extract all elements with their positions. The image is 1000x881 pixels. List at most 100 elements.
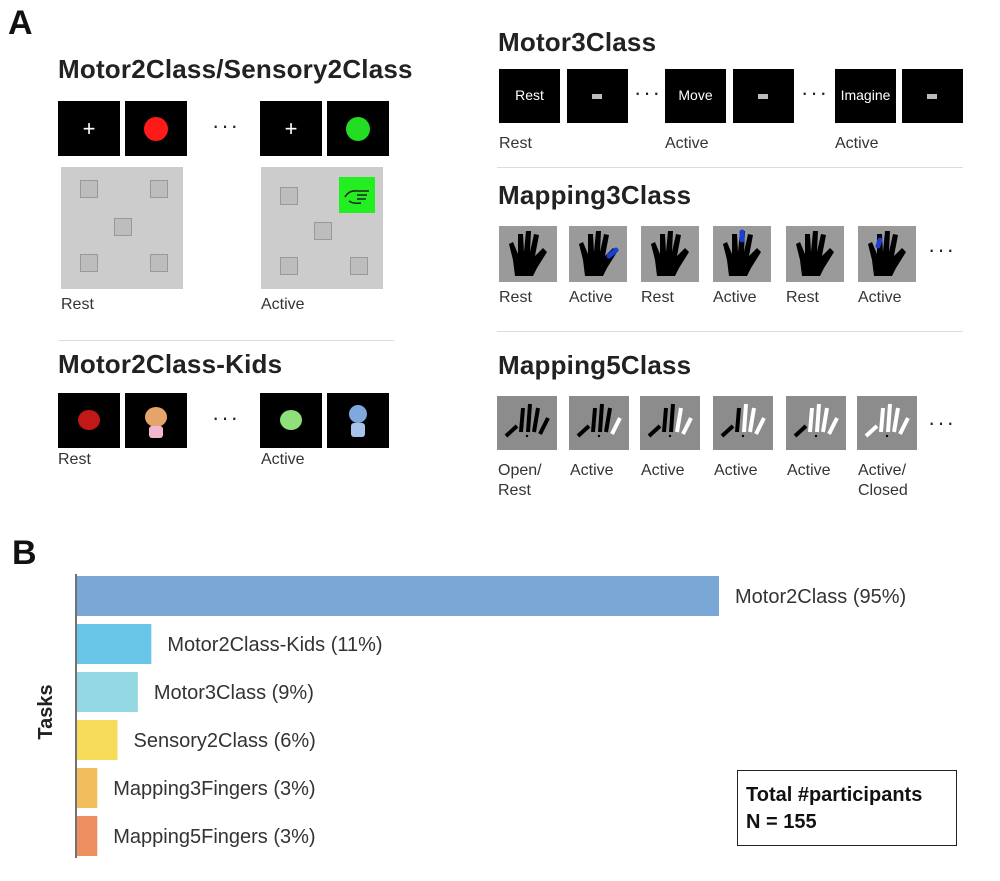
sensory-board-rest — [61, 167, 183, 289]
hand-icon — [796, 231, 834, 276]
imagine-block-text: Imagine — [840, 87, 891, 103]
motor2kids-active-label: Active — [261, 451, 305, 468]
red-ball-icon — [78, 410, 100, 430]
hand-stimulus-tile — [858, 226, 916, 282]
red-dot-screen — [125, 101, 187, 156]
y-axis-label: Tasks — [35, 684, 57, 739]
hand-stimulus-tile — [713, 226, 771, 282]
motor3-blank-block — [902, 69, 963, 123]
motor3-rest-block: Rest — [499, 69, 560, 123]
green-dot — [346, 117, 370, 141]
motor3-blank-block — [733, 69, 794, 123]
finger-bars-icon — [793, 403, 839, 438]
green-dot-screen — [327, 101, 389, 156]
sequence-ellipsis: ··· — [634, 80, 662, 105]
bar-label: Motor2Class-Kids (11%) — [167, 634, 382, 656]
motor3-label-active: Active — [835, 135, 879, 152]
right-hand-icon — [150, 180, 168, 198]
kids-rest-cue-screen — [58, 393, 120, 448]
green-ball-icon — [280, 410, 302, 430]
mapping5-tile-label: Active — [787, 462, 831, 479]
finger-bars-icon — [864, 403, 910, 438]
mapping3-tile-label: Active — [569, 289, 613, 306]
hand-icon — [723, 229, 761, 276]
character-body-icon — [351, 423, 365, 437]
mapping3-tile-label: Active — [858, 289, 902, 306]
left-hand-icon — [280, 187, 298, 205]
finger-bars-tile — [786, 396, 846, 450]
motor2class-title: Motor2Class/Sensory2Class — [58, 54, 413, 84]
finger-bars-icon — [576, 403, 622, 438]
fixation-cross-screen-rest: + — [58, 101, 120, 156]
bar-mapping5fingers — [77, 816, 98, 856]
character-body-icon — [149, 426, 163, 438]
annotation-line-1: Total #participants — [746, 784, 923, 806]
fixation-cross-screen-active: + — [260, 101, 322, 156]
sequence-ellipsis: ··· — [212, 113, 240, 138]
motor3-blank-block — [567, 69, 628, 123]
kids-active-character-screen — [327, 393, 389, 448]
annotation-line-2: N = 155 — [746, 811, 817, 833]
panel-a-label: A — [8, 4, 33, 42]
hand-icon — [651, 231, 689, 276]
mapping5-tile-label: Active — [641, 462, 685, 479]
bar-label: Motor3Class (9%) — [154, 682, 314, 704]
right-foot-icon — [350, 257, 368, 275]
hand-stimulus-tile — [569, 226, 627, 282]
section-divider — [497, 167, 963, 168]
bar-label: Motor2Class (95%) — [735, 586, 906, 608]
tasks-bar-chart: Tasks Motor2Class (95%) Motor2Class-Kids … — [35, 574, 906, 858]
kids-rest-character-screen — [125, 393, 187, 448]
hand-icon — [868, 231, 906, 276]
hand-stimulus-tile — [786, 226, 844, 282]
tongue-icon — [314, 222, 332, 240]
finger-bars-tile — [640, 396, 700, 450]
left-foot-icon — [280, 257, 298, 275]
sequence-ellipsis: ··· — [801, 80, 829, 105]
bar-label: Mapping5Fingers (3%) — [113, 826, 315, 848]
mapping3-tile-label: Active — [713, 289, 757, 306]
section-divider — [497, 331, 963, 332]
bar-label: Mapping3Fingers (3%) — [113, 778, 315, 800]
bar-mapping3fingers — [77, 768, 98, 808]
right-foot-icon — [150, 254, 168, 272]
left-hand-icon — [80, 180, 98, 198]
blue-character-icon — [349, 405, 367, 423]
section-divider — [58, 340, 394, 341]
hand-stimulus-tile — [499, 226, 557, 282]
mapping5-tile-label: Active — [570, 462, 614, 479]
mapping3class-title: Mapping3Class — [498, 180, 692, 210]
motor2class-rest-label: Rest — [61, 296, 94, 313]
left-foot-icon — [80, 254, 98, 272]
bar-motor2class-kids — [77, 624, 152, 664]
bar-motor3class — [77, 672, 138, 712]
mapping5-tile-label: Active — [714, 462, 758, 479]
dash-mark — [592, 94, 602, 99]
hand-icon — [509, 231, 547, 276]
right-hand-highlighted-icon — [339, 177, 375, 213]
motor3-imagine-block: Imagine — [835, 69, 896, 123]
motor3class-title: Motor3Class — [498, 27, 657, 57]
finger-bars-tile — [569, 396, 629, 450]
motor3-move-block: Move — [665, 69, 726, 123]
mapping3-tile-label: Rest — [499, 289, 532, 306]
mapping3-tile-label: Rest — [641, 289, 674, 306]
mapping5-tile-label: Open/ Rest — [498, 462, 542, 499]
sequence-ellipsis: ··· — [212, 405, 240, 430]
motor3-label-rest: Rest — [499, 135, 532, 152]
participants-annotation-box: Total #participants N = 155 — [737, 770, 957, 846]
finger-bars-tile — [497, 396, 557, 450]
fixation-cross: + — [284, 116, 298, 141]
move-block-text: Move — [678, 87, 713, 103]
finger-bars-tile — [713, 396, 773, 450]
motor2class-active-label: Active — [261, 296, 305, 313]
dash-mark — [758, 94, 768, 99]
panel-b-label: B — [12, 534, 37, 572]
sequence-ellipsis: ··· — [928, 237, 956, 262]
dash-mark — [927, 94, 937, 99]
mapping5class-title: Mapping5Class — [498, 350, 692, 380]
tongue-icon — [114, 218, 132, 236]
bar-sensory2class — [77, 720, 118, 760]
finger-bars-icon — [720, 403, 766, 438]
motor3-label-active: Active — [665, 135, 709, 152]
